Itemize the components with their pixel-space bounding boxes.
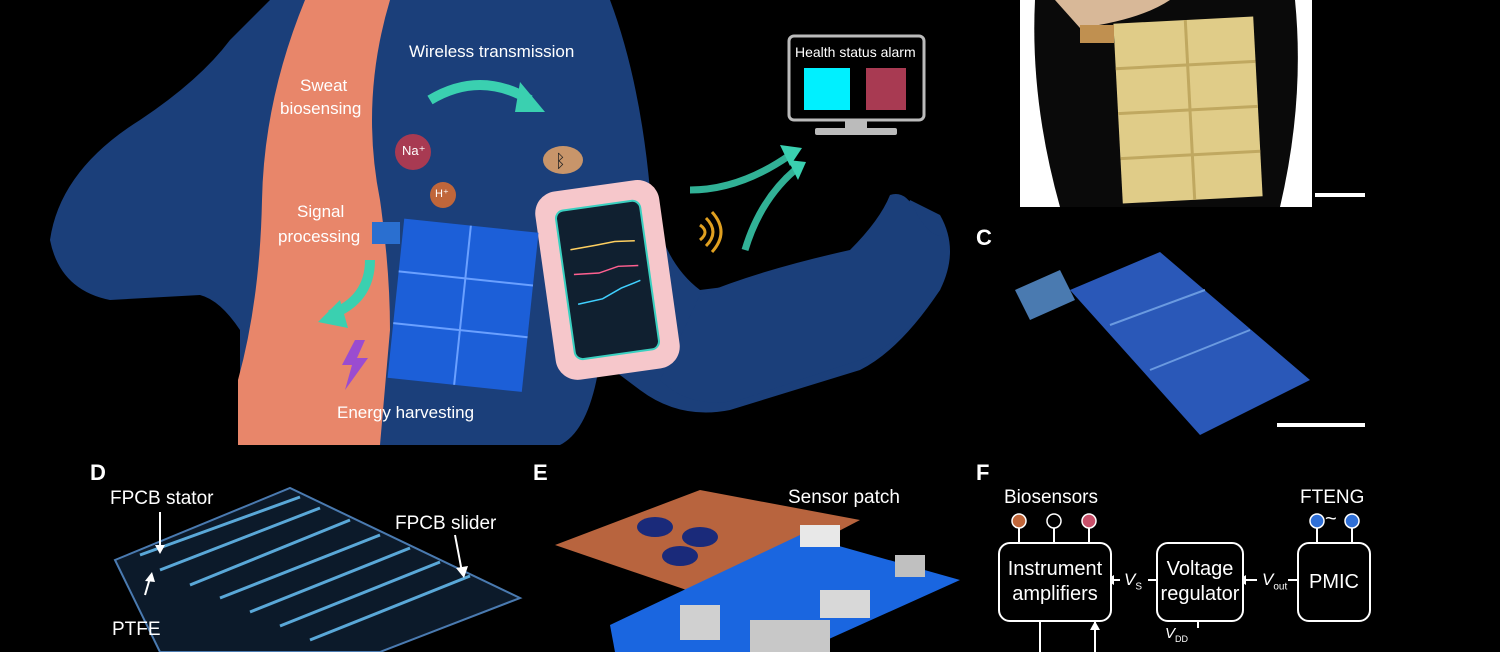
bluetooth-icon [543, 146, 583, 174]
signal-label: Signal [297, 202, 345, 221]
fteng-terminal-1 [1309, 513, 1325, 529]
panel-d-letter: D [90, 460, 106, 485]
vreg-label-line2: regulator [1160, 583, 1240, 605]
vreg-label-line1: Voltage [1166, 558, 1234, 580]
voltage-regulator-box: Voltage regulator [1156, 542, 1244, 622]
fteng-strip [1070, 252, 1310, 435]
fteng-terminal-2 [1344, 513, 1360, 529]
wifi-icon [699, 210, 723, 254]
transmit-arrow-2 [741, 167, 798, 252]
sensor-terminal-3 [1081, 513, 1097, 529]
indicator-cyan [804, 68, 850, 110]
processing-label: processing [278, 227, 361, 246]
instrument-amplifiers-box: Instrument amplifiers [998, 542, 1112, 622]
sensor-terminal-2 [1046, 513, 1062, 529]
fteng-label: FTENG [1300, 487, 1365, 508]
lightning-icon [342, 340, 368, 390]
svg-text:ᛒ: ᛒ [555, 151, 566, 172]
biosensing-label: biosensing [280, 99, 362, 118]
forearm-shape [660, 194, 949, 403]
na-ion-circle [395, 134, 431, 170]
slider-label: FPCB slider [395, 513, 497, 534]
transmit-arrow-1 [689, 152, 793, 194]
panel-e-letter: E [533, 460, 548, 485]
energy-label: Energy harvesting [337, 403, 475, 422]
sweat-label: Sweat [300, 76, 348, 95]
patch-label: Sensor patch [788, 487, 900, 508]
pmic-box: PMIC [1297, 542, 1371, 622]
h-ion-label: H⁺ [435, 188, 449, 200]
stator-label: FPCB stator [110, 488, 214, 509]
amp-label-line1: Instrument [1007, 558, 1103, 580]
indicator-red [866, 68, 906, 110]
fteng-tilde: ~ [1325, 508, 1337, 530]
body-patch [387, 218, 539, 392]
vdd-label: VDD [1165, 625, 1189, 644]
biosensors-label: Biosensors [1004, 487, 1098, 508]
amp-label-line2: amplifiers [1012, 583, 1098, 605]
panel-c-letter: C [976, 225, 992, 250]
vout-label: Vout [1262, 570, 1288, 593]
patch-circuit [372, 222, 400, 244]
h-ion-circle [430, 182, 456, 208]
monitor-title: Health status alarm [795, 44, 916, 60]
skin-stripe [238, 0, 390, 445]
pmic-label: PMIC [1309, 570, 1359, 593]
panel-f-letter: F [976, 460, 990, 485]
vs-label: VS [1124, 570, 1143, 593]
wireless-label: Wireless transmission [409, 42, 575, 61]
ptfe-label: PTFE [112, 619, 161, 640]
sensor-terminal-1 [1011, 513, 1027, 529]
na-ion-label: Na⁺ [402, 143, 426, 158]
